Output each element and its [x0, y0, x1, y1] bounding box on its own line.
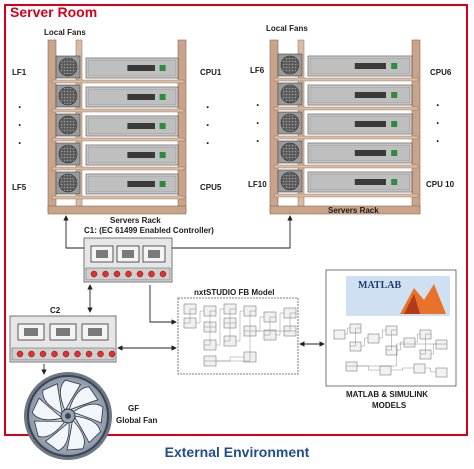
external-environment-title: External Environment [164, 444, 310, 460]
matlab-logo-text: MATLAB [358, 280, 402, 291]
simulink-block-13 [413, 363, 426, 374]
connection-arrows [41, 215, 325, 375]
dots-left-fans-2: · [18, 118, 22, 132]
c2-led-8 [97, 350, 104, 358]
c1-led-2 [102, 270, 109, 278]
cpu-label-cpu5: CPU5 [200, 183, 222, 192]
global-fan-icon [24, 372, 112, 460]
dots-right-fans-2: · [256, 116, 260, 130]
c2-led-5 [62, 350, 70, 358]
server-room-border [4, 4, 468, 436]
fan-blade-9 [71, 403, 104, 424]
c2-led-3 [39, 350, 47, 358]
server-room-title: Server Room [10, 4, 98, 20]
c1-led-4 [125, 270, 132, 278]
dots-right-fans-3: · [256, 134, 260, 148]
dots-left-cpu-2: · [206, 118, 210, 132]
dots-left-fans-1: · [18, 100, 22, 114]
rack-left [47, 39, 187, 215]
cpu-label-cpu6: CPU6 [430, 68, 452, 77]
nxtstudio-model [177, 297, 299, 375]
rack-right [269, 39, 421, 215]
simulink-block-7 [403, 337, 416, 348]
dots-right-fans-1: · [256, 98, 260, 112]
c2-led-6 [74, 350, 81, 358]
controller-c2 [9, 315, 117, 363]
c2-led-2 [28, 350, 35, 358]
dots-right-cpu-3: · [436, 134, 440, 148]
fan-label-lf1: LF1 [12, 68, 27, 77]
c1-led-7 [159, 270, 167, 278]
simulink-block-10 [435, 339, 448, 350]
servers-rack-label-left: Servers Rack [110, 216, 161, 225]
c1-led-3 [113, 270, 121, 278]
fan-blade-4 [33, 420, 66, 438]
cpu-label-cpu1: CPU1 [200, 68, 222, 77]
c2-led-9 [108, 350, 116, 358]
fan-blade-6 [42, 383, 63, 415]
dots-left-fans-3: · [18, 136, 22, 150]
global-fan-label: Global Fan [116, 416, 158, 425]
fan-label-lf6: LF6 [250, 66, 265, 75]
matlab-window [325, 269, 457, 387]
dots-right-cpu-2: · [436, 116, 440, 130]
matlab-caption-line2: MODELS [372, 401, 407, 410]
c1-led-6 [148, 270, 155, 278]
controller-c2-label: C2 [50, 306, 61, 315]
fan-blade-7 [60, 379, 82, 412]
dots-left-cpu-1: · [206, 100, 210, 114]
simulink-block-1 [333, 329, 346, 340]
fan-blade-8 [68, 386, 99, 411]
c2-led-7 [85, 350, 93, 358]
simulink-block-4 [367, 333, 380, 344]
fan-blade-2 [66, 418, 85, 451]
controller-c1 [83, 237, 173, 283]
nxtstudio-label: nxtSTUDIO FB Model [194, 288, 275, 297]
global-fan-label-gf: GF [128, 404, 140, 413]
simulink-block-11 [345, 361, 358, 372]
c2-led-1 [16, 350, 24, 358]
cpu-label-cpu10: CPU 10 [426, 180, 455, 189]
fan-blade-3 [44, 421, 70, 452]
fan-label-lf10: LF10 [248, 180, 267, 189]
servers-rack-label-right: Servers Rack [328, 206, 379, 215]
c1-led-5 [136, 270, 144, 278]
controller-c1-label: C1: (EC 61499 Enabled Controller) [84, 226, 214, 235]
matlab-caption-line1: MATLAB & SIMULINK [346, 390, 429, 399]
dots-right-cpu-1: · [436, 98, 440, 112]
fan-blade-5 [31, 397, 64, 421]
dots-left-cpu-3: · [206, 136, 210, 150]
fan-label-lf5: LF5 [12, 183, 27, 192]
local-fans-label-left: Local Fans [44, 28, 86, 37]
fan-blade-1 [73, 415, 101, 444]
c2-led-4 [51, 350, 58, 358]
simulink-block-14 [435, 367, 448, 378]
c1-led-1 [90, 270, 98, 278]
local-fans-label-right: Local Fans [266, 24, 308, 33]
simulink-block-12 [379, 365, 392, 376]
